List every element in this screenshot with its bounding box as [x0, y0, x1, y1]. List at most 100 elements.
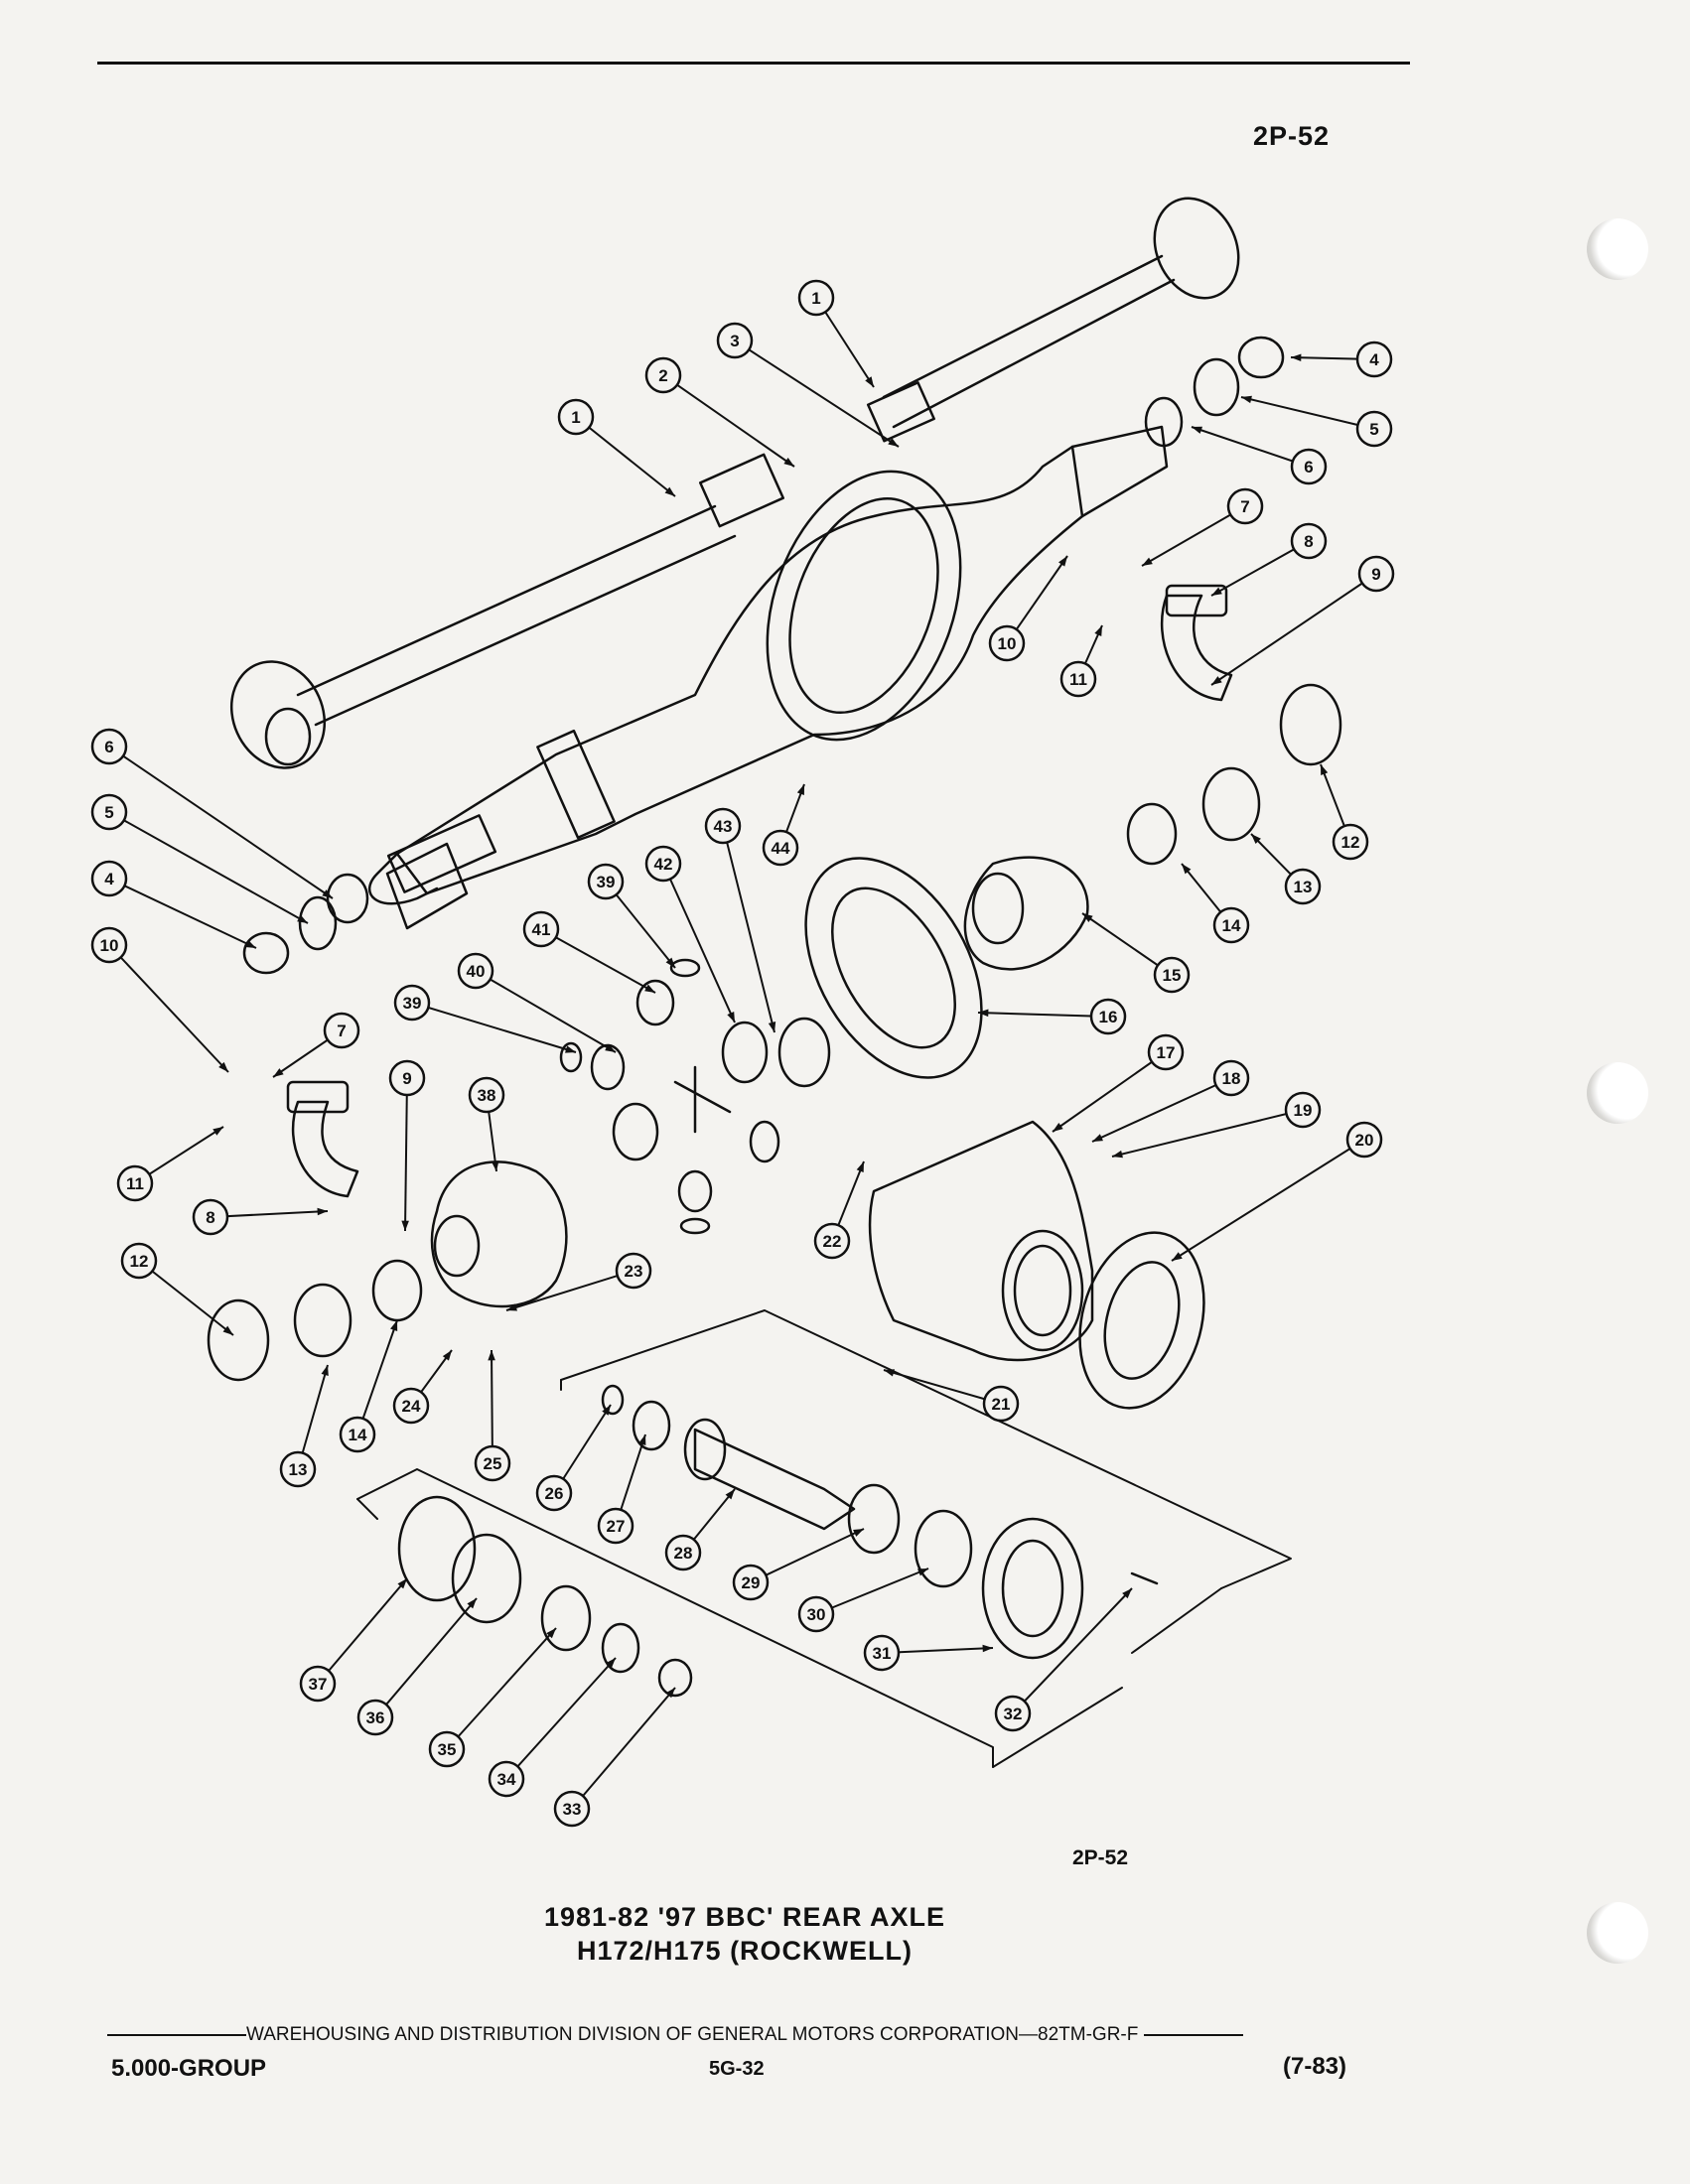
page-number: 2P-52: [1253, 121, 1331, 151]
callout-40: 40: [457, 952, 617, 1053]
callout-circle: [1089, 998, 1127, 1035]
callout-13: 13: [1250, 833, 1322, 905]
callout-circle: [1290, 522, 1328, 560]
leader-line: [505, 1270, 634, 1311]
leader-line: [108, 944, 229, 1073]
callout-circle: [468, 1076, 505, 1114]
leader-arrowhead: [1122, 1588, 1132, 1599]
callout-circle: [474, 1444, 511, 1482]
leader-line: [883, 1369, 1002, 1405]
callout-circle: [1059, 660, 1097, 698]
leader-arrowhead: [1172, 1252, 1183, 1261]
axle-shaft-left: [229, 453, 784, 769]
callout-circle: [1226, 487, 1264, 525]
callout-7: 7: [1141, 487, 1264, 567]
leader-arrowhead: [1321, 764, 1329, 775]
leader-arrowhead: [664, 486, 675, 496]
assembly-brackets: [356, 1309, 1292, 1768]
bearing-cap-left: [207, 1080, 423, 1382]
callout-37: 37: [299, 1577, 408, 1703]
callout-number: 9: [1371, 565, 1380, 584]
leader-arrowhead: [978, 1009, 989, 1018]
callout-number: 36: [366, 1708, 385, 1727]
callout-22: 22: [813, 1160, 865, 1260]
callout-11: 11: [1059, 624, 1103, 698]
leader-line: [1091, 1077, 1232, 1143]
callout-number: 31: [873, 1644, 892, 1663]
leader-arrowhead: [727, 1012, 735, 1023]
leader-line: [1012, 1587, 1133, 1714]
header-rule: [97, 62, 1410, 65]
callout-5: 5: [90, 793, 309, 924]
callout-7: 7: [272, 1012, 360, 1078]
callout-number: 9: [402, 1069, 411, 1088]
callout-circle: [90, 926, 128, 964]
callout-21: 21: [883, 1369, 1020, 1423]
callout-circle: [1355, 410, 1393, 448]
leader-arrowhead: [606, 1658, 616, 1669]
callout-number: 25: [484, 1454, 502, 1473]
leader-arrowhead: [768, 1022, 776, 1032]
callout-circle: [120, 1242, 158, 1280]
leader-line: [505, 1657, 617, 1780]
leader-arrowhead: [884, 1369, 895, 1377]
leader-line: [475, 970, 617, 1053]
ring-gear: [804, 857, 983, 1079]
callout-circle: [1153, 956, 1191, 994]
callout-number: 7: [1240, 497, 1249, 516]
callout-43: 43: [704, 807, 776, 1033]
callout-circle: [1147, 1033, 1185, 1071]
figure-caption: 1981-82 '97 BBC' REAR AXLE H172/H175 (RO…: [397, 1900, 1092, 1968]
callout-number: 42: [654, 855, 673, 874]
leader-arrowhead: [565, 1045, 576, 1053]
callout-1: 1: [797, 279, 875, 388]
footer-dash-left: [107, 2033, 246, 2036]
leader-arrowhead: [546, 1628, 556, 1639]
callout-circle: [488, 1760, 525, 1798]
callout-number: 34: [497, 1770, 516, 1789]
callout-35: 35: [428, 1627, 557, 1768]
leader-arrowhead: [1082, 913, 1093, 922]
leader-line: [138, 1260, 234, 1336]
callout-circle: [339, 1416, 376, 1453]
leader-arrowhead: [212, 1127, 223, 1136]
callout-17: 17: [1052, 1033, 1185, 1133]
callout-number: 13: [289, 1460, 308, 1479]
leader-line: [722, 825, 775, 1033]
callout-circle: [863, 1634, 901, 1672]
leader-arrowhead: [1291, 353, 1302, 362]
callout-circle: [392, 1387, 430, 1425]
leader-arrowhead: [1112, 1150, 1123, 1159]
callout-number: 3: [730, 332, 739, 350]
callout-number: 1: [571, 408, 580, 427]
callout-25: 25: [474, 1349, 511, 1482]
leader-line: [404, 1077, 408, 1232]
leader-line: [1191, 426, 1310, 468]
leader-line: [1171, 1139, 1365, 1262]
leader-line: [210, 1210, 329, 1218]
leader-line: [491, 1349, 493, 1464]
callout-41: 41: [522, 910, 656, 994]
callout-number: 12: [130, 1252, 149, 1271]
hub-parts-left: [242, 873, 369, 975]
callout-12: 12: [120, 1242, 234, 1336]
footer-date: (7-83): [1283, 2053, 1347, 2080]
callout-42: 42: [644, 845, 736, 1024]
callout-number: 10: [100, 936, 119, 955]
callout-circle: [1284, 1091, 1322, 1129]
leader-arrowhead: [1192, 426, 1202, 434]
leader-arrowhead: [644, 984, 655, 993]
callout-circle: [982, 1385, 1020, 1423]
leader-line: [571, 1687, 676, 1810]
callout-circle: [1212, 1059, 1250, 1097]
leader-line: [540, 928, 656, 994]
leader-arrowhead: [397, 1578, 407, 1589]
leader-arrowhead: [1053, 1122, 1063, 1132]
callout-circle: [388, 1059, 426, 1097]
leader-arrowhead: [1211, 587, 1222, 596]
footer-page-number: 5G-32: [709, 2058, 765, 2080]
callout-number: 37: [309, 1675, 328, 1694]
callout-number: 5: [1369, 420, 1378, 439]
callout-number: 6: [104, 738, 113, 756]
carrier-gasket: [1078, 1231, 1205, 1410]
